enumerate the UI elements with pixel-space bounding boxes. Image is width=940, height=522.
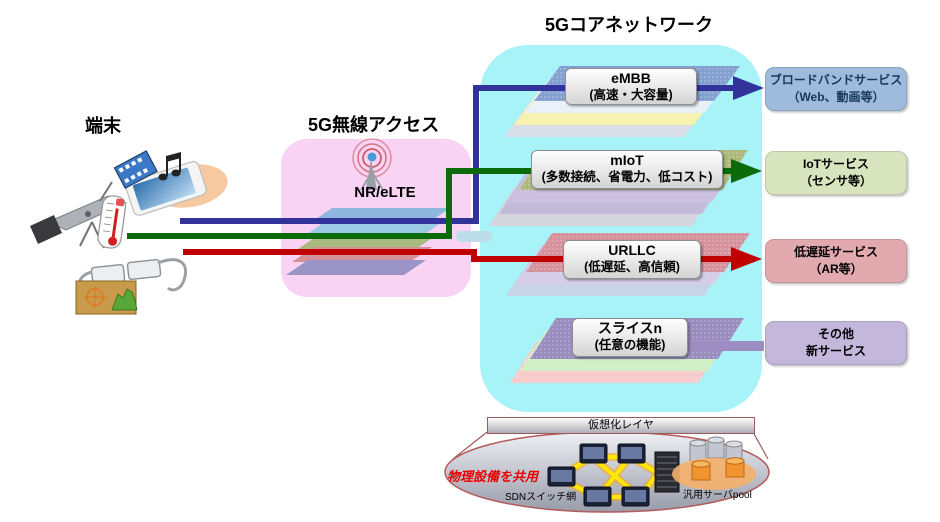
music-note-icon: [158, 152, 181, 181]
slice-desc: (高速・大容量): [589, 87, 673, 102]
service-line2: 新サービス: [805, 344, 866, 358]
slice-name: eMBB: [611, 70, 651, 86]
service-line1: その他: [817, 327, 854, 342]
camera-icon: [30, 181, 128, 249]
phone-body: [125, 161, 207, 216]
service-line2: （Web、動画等）: [787, 90, 885, 104]
slice-label-urllc: URLLC (低遅延、高信頼): [563, 240, 701, 279]
slice-desc: (任意の機能): [594, 337, 666, 352]
sdn-network-label: SDNスイッチ網: [505, 492, 577, 503]
service-line1: 低遅延サービス: [793, 245, 878, 260]
film-icon: [113, 150, 158, 189]
slice-label-embb: eMBB (高速・大容量): [565, 68, 697, 105]
slice-name: URLLC: [608, 242, 656, 258]
smartphone-icon: [113, 150, 228, 216]
service-line1: ブロードバンドサービス: [769, 73, 903, 88]
service-line1: IoTサービス: [803, 157, 869, 172]
ar-glasses-icon: [75, 258, 187, 315]
slice-label-slice-n: スライスn (任意の機能): [572, 318, 688, 357]
service-box-low-latency: 低遅延サービス （AR等）: [765, 239, 907, 283]
terminals-title: 端末: [85, 116, 121, 136]
ar-photo: [75, 280, 138, 315]
virtualization-layer-bar: 仮想化レイヤ: [487, 417, 755, 434]
nr-elte-label: NR/eLTE: [354, 184, 416, 201]
service-line2: （センサ等）: [799, 174, 872, 188]
service-box-broadband: ブロードバンドサービス （Web、動画等）: [765, 67, 907, 111]
thermometer-icon: [97, 195, 127, 249]
diagram-title: 5Gコアネットワーク: [545, 15, 714, 35]
server-pool: [672, 436, 756, 490]
service-line2: （AR等）: [809, 262, 863, 276]
slice-name: mIoT: [610, 152, 644, 168]
physical-share-note: 物理設備を共用: [447, 469, 539, 484]
slice-desc: (低遅延、高信頼): [584, 259, 680, 274]
radio-access-panel: [281, 139, 471, 297]
service-box-other: その他 新サービス: [765, 321, 907, 365]
orange-server-cylinders: [691, 457, 745, 481]
server-rack-icon: [654, 451, 680, 493]
slice-name: スライスn: [597, 320, 663, 336]
slice-desc: (多数接続、省電力、低コスト): [541, 169, 713, 184]
gray-server-cylinders: [689, 436, 743, 463]
slice-label-miot: mIoT (多数接続、省電力、低コスト): [531, 150, 723, 189]
service-box-iot: IoTサービス （センサ等）: [765, 151, 907, 195]
radio-access-title: 5G無線アクセス: [308, 115, 440, 135]
server-pool-label: 汎用サーバpool: [683, 490, 752, 501]
